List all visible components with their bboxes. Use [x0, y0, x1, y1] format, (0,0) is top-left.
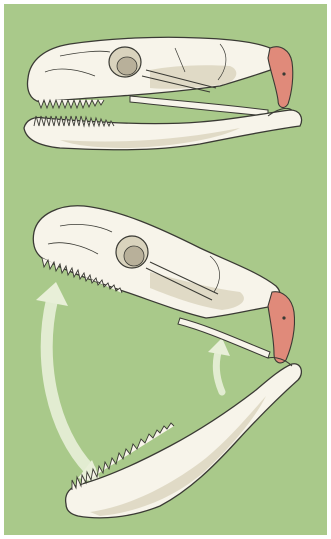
quadrate-joint-open: [282, 316, 285, 319]
eye-socket-open-inner: [124, 246, 144, 266]
eye-socket-inner: [117, 57, 137, 75]
quadrate-joint: [282, 72, 285, 75]
